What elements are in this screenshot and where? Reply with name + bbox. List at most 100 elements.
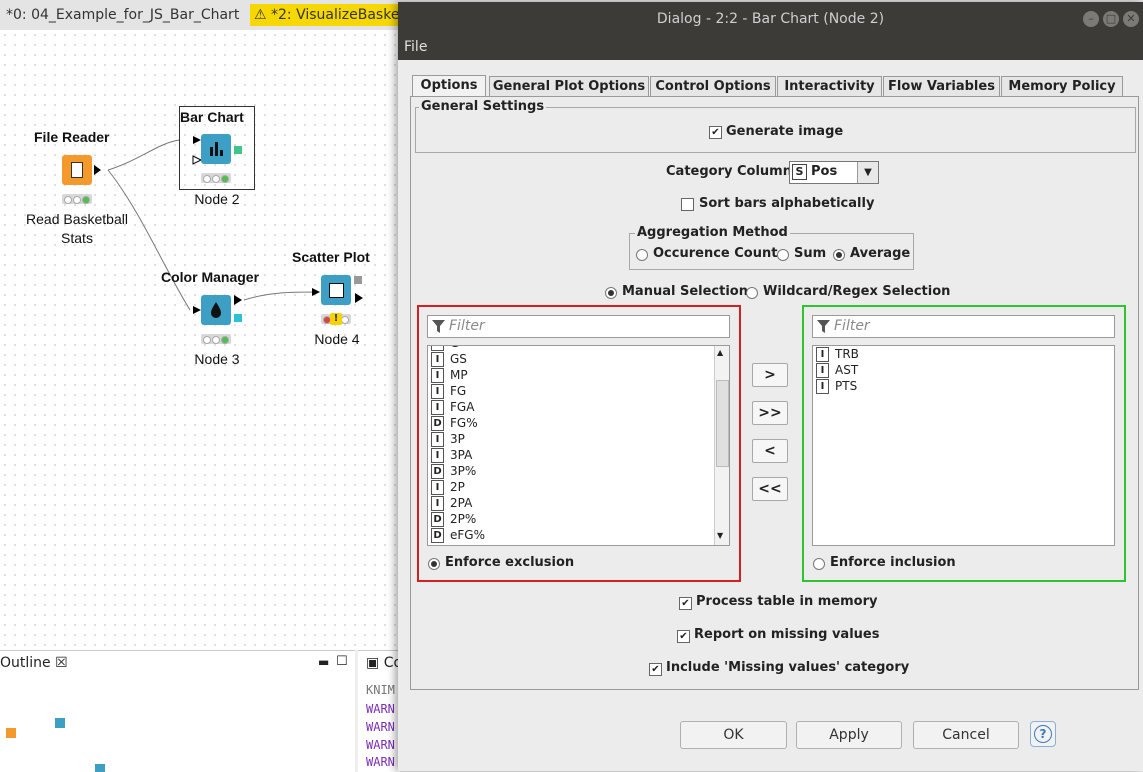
column-type-icon: D [431,512,444,527]
output-port[interactable] [234,146,242,154]
aggregation-count-radio[interactable] [636,249,648,261]
file-reader-node[interactable] [62,155,92,185]
tab-flow-variables[interactable]: Flow Variables [883,76,1000,97]
tab-memory-policy[interactable]: Memory Policy [1001,76,1123,97]
close-icon[interactable]: ✕ [1123,11,1139,27]
exclude-filter-placeholder: Filter [449,318,485,334]
include-filter-placeholder: Filter [834,318,870,334]
aggregation-average-radio[interactable] [833,249,845,261]
scrollbar-thumb[interactable] [716,380,729,467]
column-name: AST [835,363,859,377]
column-type-icon: I [816,363,829,378]
exclude-list[interactable]: SGIGSIMPIFGIFGADFG%I3PI3PAD3P%I2PI2PAD2P… [427,345,730,546]
column-name: FG [450,384,467,398]
node-file-reader-label: Read Basketball [26,211,128,227]
process-in-memory-checkbox[interactable]: ✔ [679,597,692,610]
tab-options[interactable]: Options [412,75,486,98]
tab-general-plot-options[interactable]: General Plot Options [489,76,649,97]
node-bar-chart-title: Bar Chart [180,109,244,125]
scroll-up-icon[interactable]: ▲ [717,348,724,357]
bar-chart-node[interactable] [201,134,231,164]
move-right-button[interactable]: > [752,363,788,387]
console-tab[interactable]: ▣ Co [366,655,403,671]
warning-icon: ! [330,313,342,325]
category-column-select[interactable]: S Pos ▼ [789,161,879,184]
outline-thumbnail[interactable] [0,706,120,772]
generate-image-checkbox[interactable]: ✔ [709,126,722,139]
console-icon: ▣ [366,655,380,671]
file-reader-icon [71,162,83,178]
maximize-icon[interactable]: □ [1103,11,1119,27]
move-all-right-button[interactable]: >> [752,401,788,425]
workflow-canvas[interactable]: File Reader Read Basketball Stats Bar Ch… [0,30,400,650]
include-filter-input[interactable]: Filter [812,315,1115,338]
apply-button[interactable]: Apply [796,721,902,749]
report-missing-checkbox[interactable]: ✔ [677,630,690,643]
column-type-icon: D [431,416,444,431]
include-list-item[interactable]: I AST [815,362,1114,378]
node-color-manager-title: Color Manager [161,269,260,285]
generate-image-label: Generate image [726,124,844,139]
enforce-exclusion-radio[interactable] [428,558,440,570]
output-port[interactable] [354,276,362,284]
output-port[interactable] [234,314,242,322]
column-name: 3P% [450,464,477,478]
enforce-exclusion-label: Enforce exclusion [445,555,575,570]
help-icon: ? [1034,725,1052,743]
exclude-list-item[interactable]: SG [430,346,714,351]
column-type-icon: I [431,432,444,447]
aggregation-sum-radio[interactable] [777,249,789,261]
include-missing-category-checkbox[interactable]: ✔ [649,663,662,676]
outline-panel: Outline ☒ ▬ ☐ [0,650,355,772]
maximize-icon[interactable]: ☐ [336,654,348,669]
exclude-filter-input[interactable]: Filter [427,315,730,338]
sort-bars-checkbox[interactable] [681,198,694,211]
tab-interactivity[interactable]: Interactivity [777,76,882,97]
column-type-icon: I [431,368,444,383]
category-column-label: Category Column [666,164,792,179]
outline-title[interactable]: Outline ☒ [0,655,68,671]
workflow-connections [94,136,363,314]
exclude-scrollbar[interactable]: ▲ ▼ [714,346,729,545]
color-manager-node[interactable] [201,295,231,325]
editor-tab-visualize[interactable]: ⚠ *2: VisualizeBasket [250,4,410,26]
console-line: WARN [366,720,395,734]
ok-button[interactable]: OK [680,721,787,749]
sort-bars-label: Sort bars alphabetically [699,196,875,211]
minimize-icon[interactable]: – [1083,11,1099,27]
dialog-titlebar[interactable]: Dialog - 2:2 - Bar Chart (Node 2) – □ ✕ [398,2,1143,36]
string-type-icon: S [792,164,807,180]
scroll-down-icon[interactable]: ▼ [717,531,724,540]
editor-tab-example[interactable]: *0: 04_Example_for_JS_Bar_Chart [6,7,240,23]
move-all-left-button[interactable]: << [752,477,788,501]
help-button[interactable]: ? [1030,721,1056,747]
enforce-inclusion-radio[interactable] [813,558,825,570]
close-icon[interactable]: ☒ [55,655,68,671]
column-name: eFG% [450,528,485,542]
minimize-icon[interactable]: ▬ [318,655,330,669]
move-left-button[interactable]: < [752,439,788,463]
manual-selection-radio[interactable] [605,287,617,299]
wildcard-selection-radio[interactable] [746,287,758,299]
tab-control-options[interactable]: Control Options [650,76,776,97]
column-name: GS [450,352,467,366]
menu-file[interactable]: File [404,39,428,55]
scatter-plot-node[interactable] [321,275,351,305]
cancel-button[interactable]: Cancel [913,721,1019,749]
chevron-down-icon[interactable]: ▼ [857,162,878,183]
